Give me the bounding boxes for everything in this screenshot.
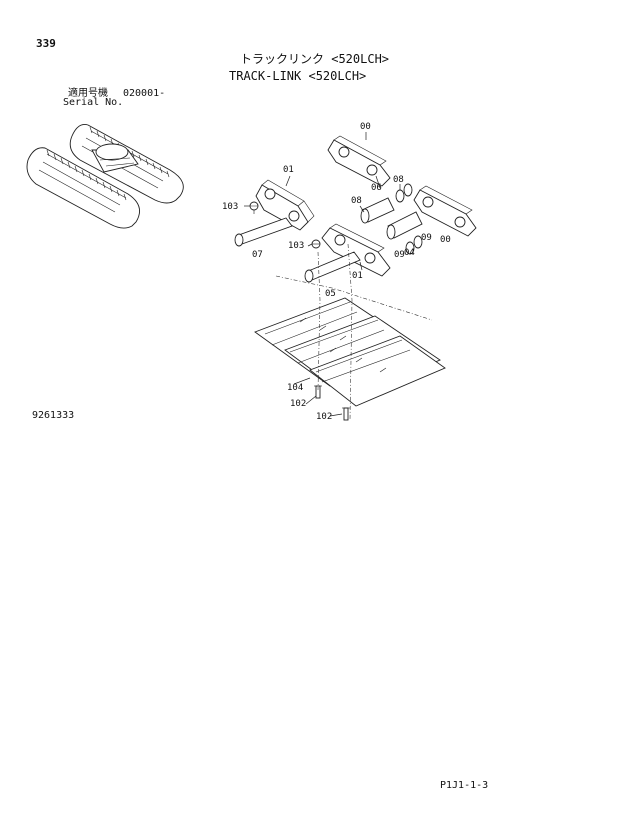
serial-number-value: 020001- <box>123 88 166 99</box>
bolt-103-lower <box>311 239 321 249</box>
page-number: 339 <box>36 37 56 50</box>
callout-06: 06 <box>371 183 382 193</box>
callout-00-right: 00 <box>440 235 451 245</box>
pin-07 <box>234 217 293 247</box>
pin-05 <box>304 251 361 283</box>
track-shoes-104 <box>254 297 446 407</box>
callout-04: 04 <box>404 248 415 258</box>
title-english: TRACK-LINK <520LCH> <box>229 69 367 83</box>
callout-01-upper: 01 <box>283 165 294 175</box>
callout-05: 05 <box>325 289 336 299</box>
callout-09-lower: 09 <box>394 250 405 260</box>
title-japanese: トラックリンク <520LCH> <box>240 52 390 66</box>
shoe-bolt-102-left <box>314 385 322 399</box>
seal-06 <box>395 183 413 203</box>
callout-09-right: 09 <box>421 233 432 243</box>
drawing-number: 9261333 <box>32 410 75 421</box>
callout-08-upper: 08 <box>393 175 404 185</box>
bolt-103-upper <box>249 201 259 214</box>
callout-01-lower: 01 <box>352 271 363 281</box>
serial-label-japanese: 適用号機 <box>68 88 108 99</box>
callout-102-left: 102 <box>290 399 306 409</box>
page-code: P1J1-1-3 <box>440 780 489 791</box>
track-link-01-lower <box>321 223 391 277</box>
serial-label-english: Serial No. <box>63 97 124 108</box>
callout-00-top: 00 <box>360 122 371 132</box>
track-link-01-upper <box>255 179 315 231</box>
callout-07: 07 <box>252 250 263 260</box>
bushing-08-right <box>386 211 423 240</box>
callout-102-right: 102 <box>316 412 332 422</box>
bushing-08-left <box>360 197 395 224</box>
callout-104: 104 <box>287 383 303 393</box>
track-link-00-upper <box>327 135 391 187</box>
shoe-bolt-102-right <box>342 407 350 421</box>
track-link-00-right <box>413 185 477 237</box>
callout-08-left: 08 <box>351 196 362 206</box>
seal-09 <box>405 235 423 255</box>
callout-103-lower: 103 <box>288 241 304 251</box>
track-assembly-overview <box>26 124 184 229</box>
callout-103-upper: 103 <box>222 202 238 212</box>
